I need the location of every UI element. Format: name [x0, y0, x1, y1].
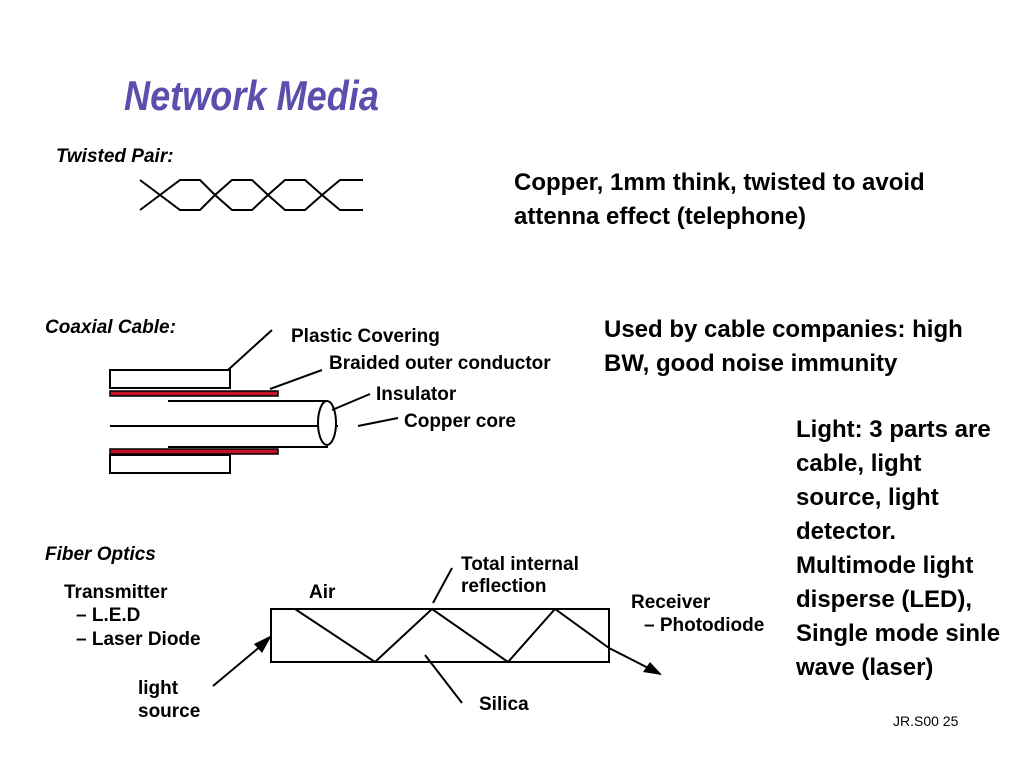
label-braided-conductor: Braided outer conductor [329, 353, 551, 374]
label-photodiode: – Photodiode [644, 615, 765, 636]
braid-bottom [109, 448, 279, 455]
fiber-description: Light: 3 parts are cable, light source, … [796, 416, 1001, 681]
label-insulator: Insulator [376, 384, 457, 405]
label-copper-core: Copper core [404, 411, 516, 432]
twisted-pair-heading: Twisted Pair: [56, 146, 174, 167]
coaxial-description: Used by cable companies: high BW, good n… [604, 316, 963, 377]
twisted-pair-description: Copper, 1mm think, twisted to avoid atte… [514, 169, 925, 230]
coaxial-heading: Coaxial Cable: [45, 317, 176, 338]
slide-footer: JR.S00 25 [893, 713, 959, 729]
label-total-internal-reflection: Total internal reflection [461, 554, 579, 597]
page-title: Network Media [124, 72, 379, 119]
coaxial-cable-drawing [109, 329, 399, 474]
label-laser-diode: – Laser Diode [76, 629, 201, 650]
braid-top [109, 390, 279, 397]
fiber-heading: Fiber Optics [45, 544, 156, 565]
label-transmitter: Transmitter [64, 582, 168, 603]
light-output-arrowhead [643, 662, 662, 675]
label-air: Air [309, 582, 336, 603]
light-input-arrowhead [254, 635, 272, 653]
label-receiver: Receiver [631, 592, 711, 613]
twisted-pair-drawing [139, 179, 363, 211]
label-led: – L.E.D [76, 605, 141, 626]
label-plastic-covering: Plastic Covering [291, 326, 440, 347]
label-silica: Silica [479, 694, 529, 715]
label-light-source: light source [138, 678, 201, 722]
